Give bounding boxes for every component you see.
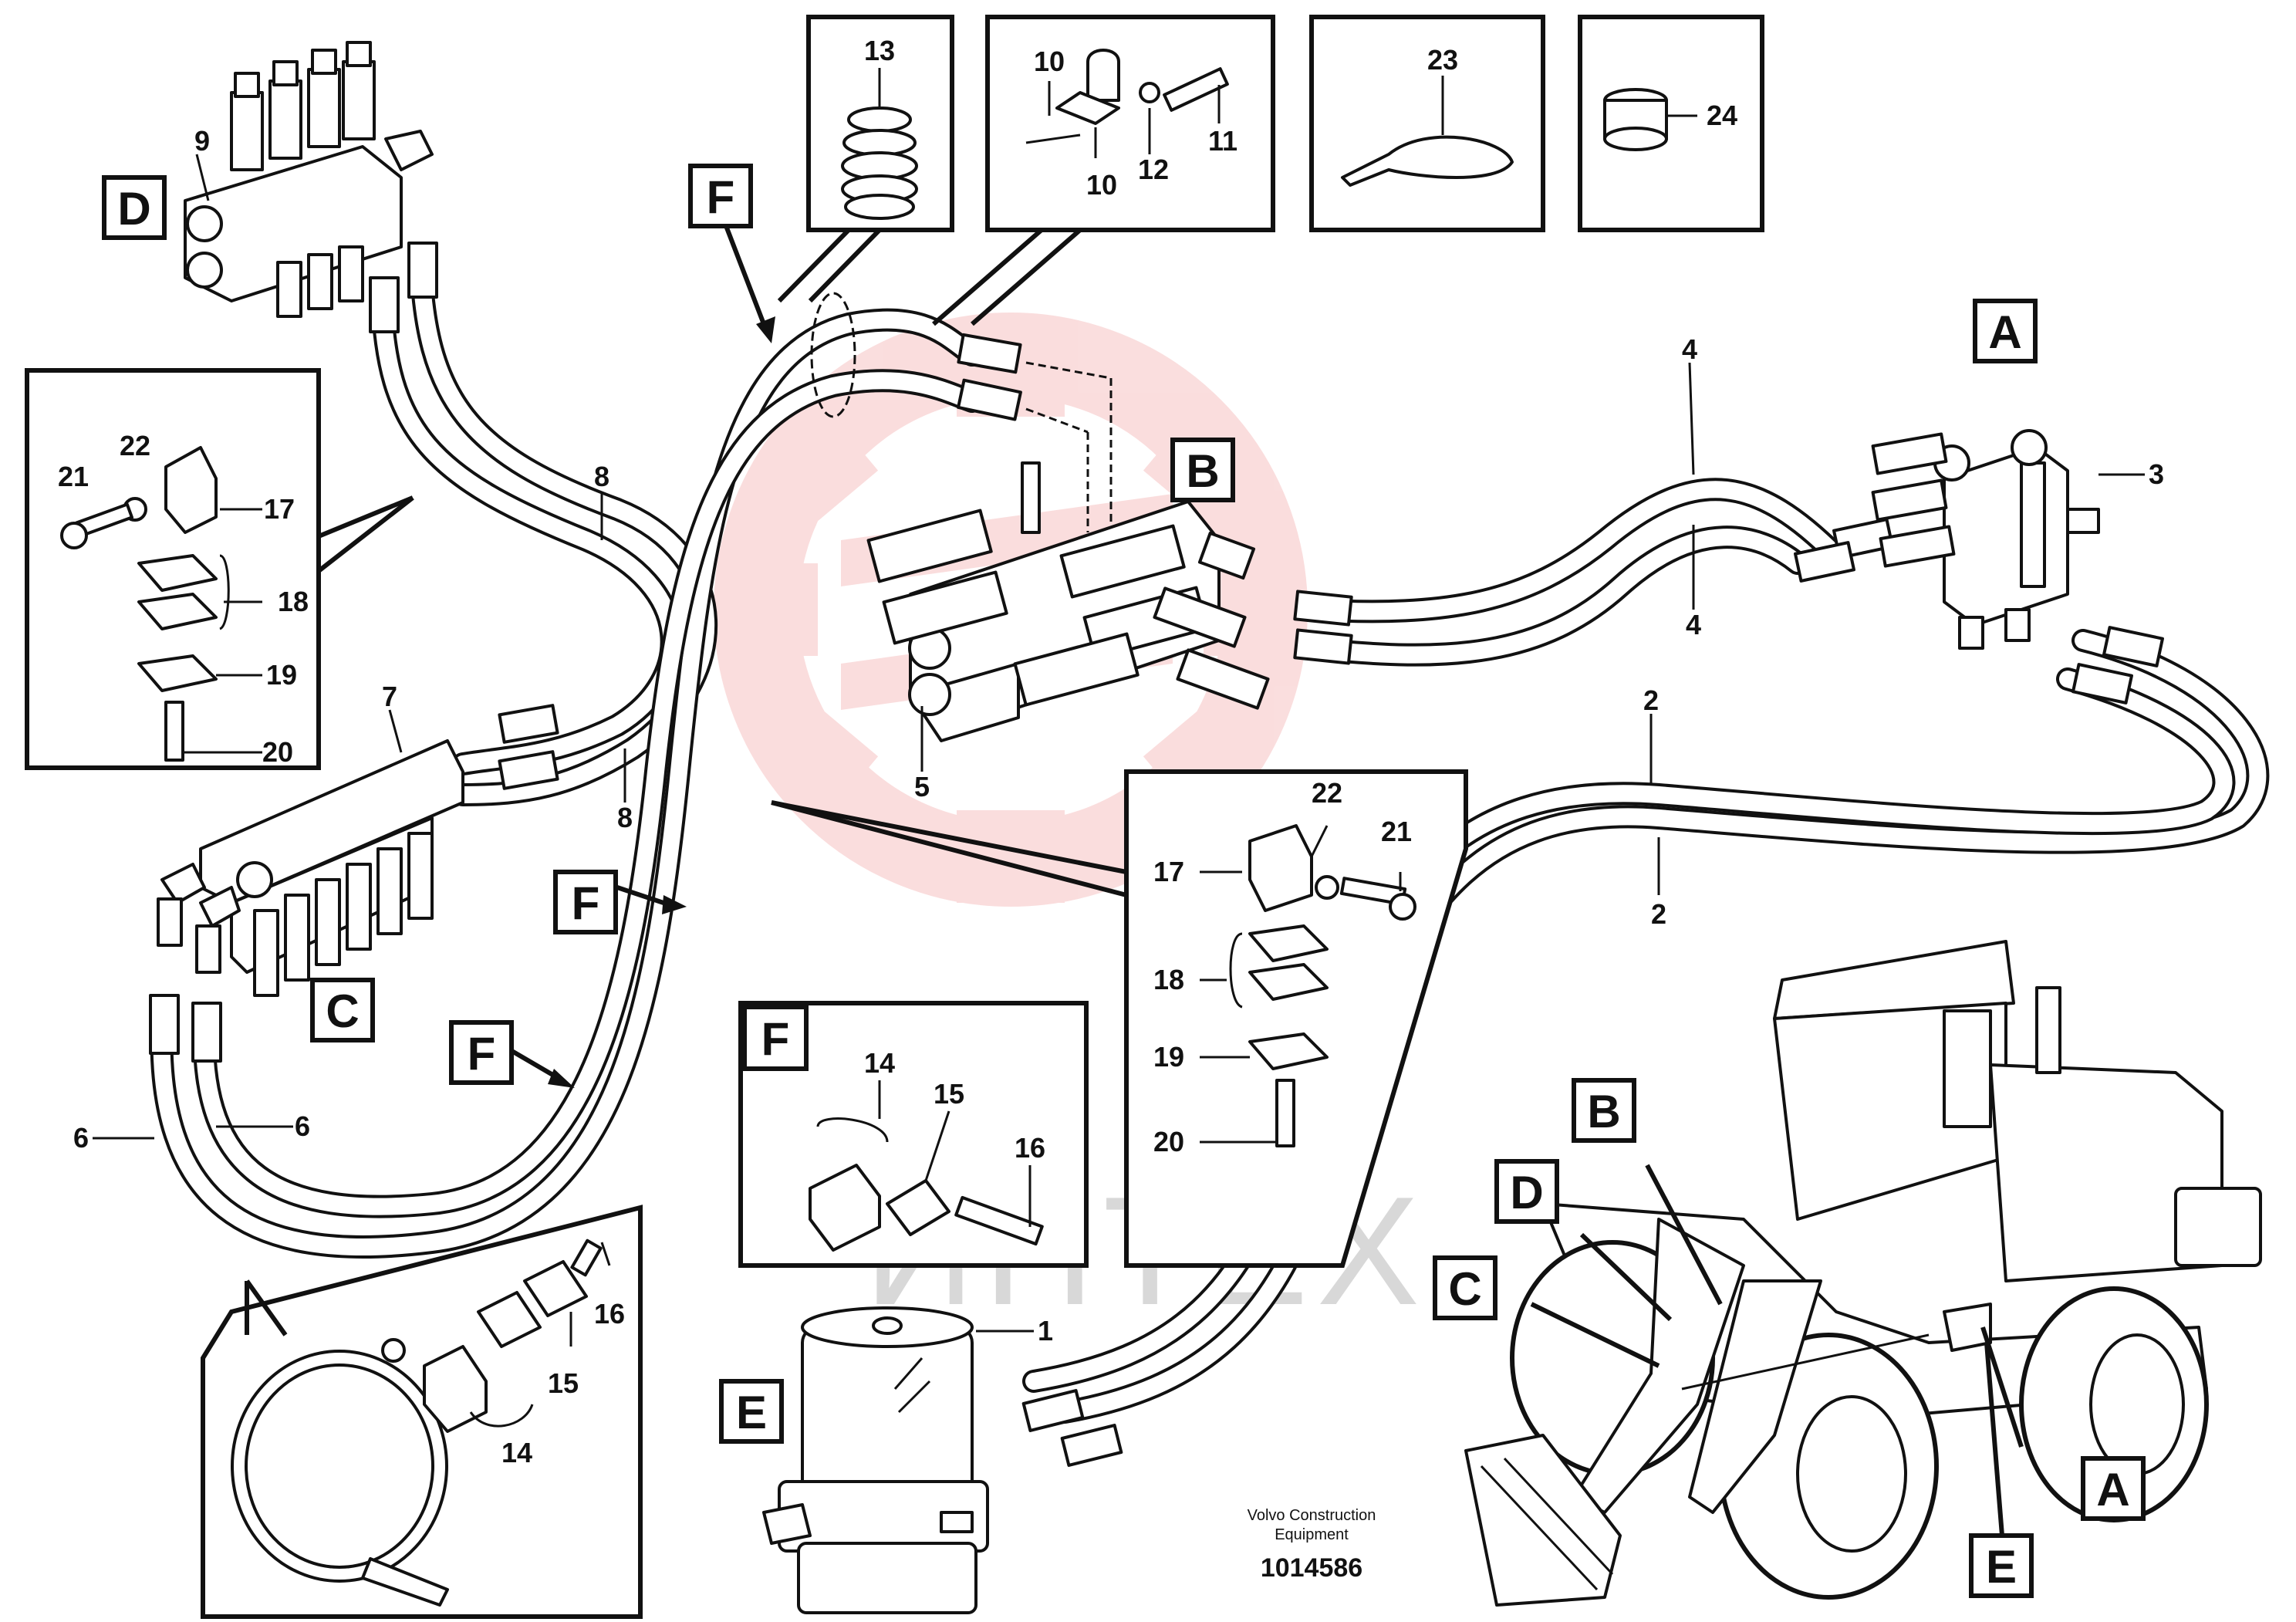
inset-item-24: [1578, 15, 1764, 232]
callout-14-inset-f: 14: [864, 1047, 895, 1079]
letter-d-loader: D: [1510, 1167, 1543, 1218]
letter-box-C-left: C: [310, 978, 375, 1042]
callout-18-right: 18: [1153, 964, 1184, 995]
callout-11: 11: [1208, 125, 1237, 157]
callout-6-right: 6: [295, 1110, 310, 1142]
letter-box-B-loader: B: [1572, 1078, 1636, 1143]
letter-box-A-top: A: [1973, 299, 2038, 363]
distributor-block-c: [157, 739, 464, 997]
inset-item-13: [777, 15, 954, 303]
letter-box-C-loader: C: [1433, 1255, 1497, 1320]
letter-f-lower: F: [468, 1028, 496, 1080]
callout-13: 13: [864, 35, 895, 66]
inset-items-10-12: [932, 15, 1275, 326]
callout-17-left: 17: [264, 493, 295, 525]
distributor-block-d: [184, 41, 434, 318]
letter-box-D-loader: D: [1494, 1159, 1559, 1224]
callout-22-left: 22: [120, 430, 150, 461]
inset-clamp-assembly-left: [25, 368, 414, 770]
letter-box-E-loader: E: [1969, 1533, 2034, 1598]
hoses: [150, 243, 2270, 1424]
callout-16-inset-f: 16: [1015, 1132, 1045, 1164]
callout-1: 1: [1038, 1315, 1053, 1347]
callout-20-left: 20: [262, 736, 293, 768]
callout-19-left: 19: [266, 659, 297, 691]
valve-block-b: [866, 461, 1270, 742]
callout-21-left: 21: [58, 461, 89, 492]
callout-17-right: 17: [1153, 856, 1184, 887]
callout-2-top: 2: [1643, 684, 1659, 716]
callout-22-right: 22: [1312, 777, 1342, 809]
f-pointer-arrows: [508, 222, 775, 1088]
callout-15-inset-f: 15: [934, 1078, 964, 1110]
letter-d-top: D: [117, 183, 150, 235]
callout-19-right: 19: [1153, 1041, 1184, 1073]
callout-8-top: 8: [594, 461, 609, 492]
letter-a-top: A: [1988, 306, 2021, 358]
callout-20-right: 20: [1153, 1126, 1184, 1157]
callout-15-band: 15: [548, 1367, 579, 1399]
callout-4-top: 4: [1682, 333, 1697, 365]
callout-9: 9: [194, 125, 210, 157]
footer-doc-number: 1014586: [1261, 1553, 1362, 1583]
letter-c-left: C: [326, 985, 359, 1037]
letter-box-F-middle: F: [553, 870, 618, 934]
callout-7: 7: [382, 681, 397, 712]
callout-14-band: 14: [501, 1437, 532, 1468]
callout-8-bottom: 8: [617, 802, 633, 833]
letter-b-top: B: [1186, 445, 1219, 497]
loader-callout-lines: [1530, 1164, 2024, 1536]
letter-box-E-pump: E: [719, 1379, 784, 1444]
callout-23: 23: [1427, 44, 1458, 76]
letter-box-F-lower: F: [449, 1020, 514, 1085]
letter-e-loader: E: [1986, 1541, 2017, 1593]
distributor-block-a: [1871, 429, 2100, 650]
letter-box-F-top: F: [688, 164, 753, 228]
callout-5: 5: [914, 771, 930, 803]
callout-21-right: 21: [1381, 816, 1412, 847]
inset-item-23: [1309, 15, 1545, 232]
part-number-callouts: 13 10 10 12 11 23 24 4 4 3 2 2 5 8 8 7 6…: [58, 35, 2164, 1468]
letter-e-pump: E: [736, 1387, 767, 1438]
footer-brand-line2: Equipment: [1275, 1526, 1349, 1543]
lubrication-pump-e: [762, 1306, 989, 1614]
inset-clamp-assembly-right: [771, 769, 1468, 1268]
callout-24: 24: [1707, 100, 1737, 131]
inset-clamp-f: [738, 1001, 1089, 1268]
hose-fittings: [149, 242, 2164, 1467]
callout-4-bottom: 4: [1686, 609, 1701, 640]
leader-lines: [93, 154, 2145, 1333]
letter-f-middle: F: [572, 877, 600, 929]
callout-10-bottom: 10: [1086, 169, 1117, 201]
callout-12: 12: [1138, 154, 1169, 185]
callout-18-left: 18: [278, 586, 309, 617]
wheel-loader-illustration: [1464, 940, 2262, 1607]
letter-box-A-loader: A: [2081, 1456, 2146, 1521]
letter-f-inset: F: [761, 1013, 790, 1065]
callout-3: 3: [2149, 458, 2164, 490]
letter-c-loader: C: [1448, 1263, 1481, 1315]
callout-16-band: 16: [594, 1298, 625, 1330]
callout-10-top: 10: [1034, 46, 1065, 77]
letter-box-B-top: B: [1170, 438, 1235, 502]
inset-band-clamp: [201, 1205, 643, 1619]
letter-box-D-top: D: [102, 175, 167, 240]
footer: Volvo Construction Equipment 1014586: [1248, 1507, 1376, 1583]
callout-6-left: 6: [73, 1122, 89, 1154]
callout-2-bottom: 2: [1651, 898, 1666, 930]
footer-brand-line1: Volvo Construction: [1248, 1507, 1376, 1524]
letter-b-loader: B: [1587, 1086, 1620, 1137]
letter-f-top: F: [707, 171, 735, 223]
letter-a-loader: A: [2096, 1464, 2129, 1516]
